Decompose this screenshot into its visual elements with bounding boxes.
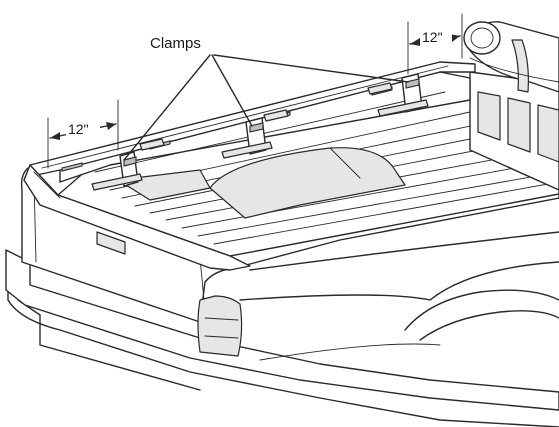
dimension-left-label: 12"	[68, 121, 89, 137]
leader-line-clamp-1	[123, 54, 211, 161]
leader-line-clamp-2	[211, 54, 253, 127]
leader-line-clamp-3	[213, 54, 409, 83]
left-tail-light	[197, 295, 243, 357]
rail-slot	[61, 162, 83, 172]
clamp-2	[221, 117, 273, 159]
tailgate-top-edge	[23, 164, 251, 271]
dimension-left: 12"	[47, 99, 119, 169]
truck-lower-body	[7, 269, 559, 427]
dimension-right: 12"	[407, 13, 463, 75]
clamps-label: Clamps	[150, 35, 201, 52]
rear-bumper	[5, 249, 559, 411]
side-body-panel	[239, 231, 559, 361]
tailgate-handle	[96, 231, 126, 255]
clamp-1	[91, 151, 143, 191]
clamps-callout: Clamps	[123, 35, 409, 161]
dimension-right-label: 12"	[422, 29, 443, 45]
rolled-tonneau-cover	[463, 21, 559, 93]
clamp-3	[377, 73, 429, 117]
clamp-group	[91, 73, 429, 191]
bed-front-wall	[469, 71, 559, 191]
